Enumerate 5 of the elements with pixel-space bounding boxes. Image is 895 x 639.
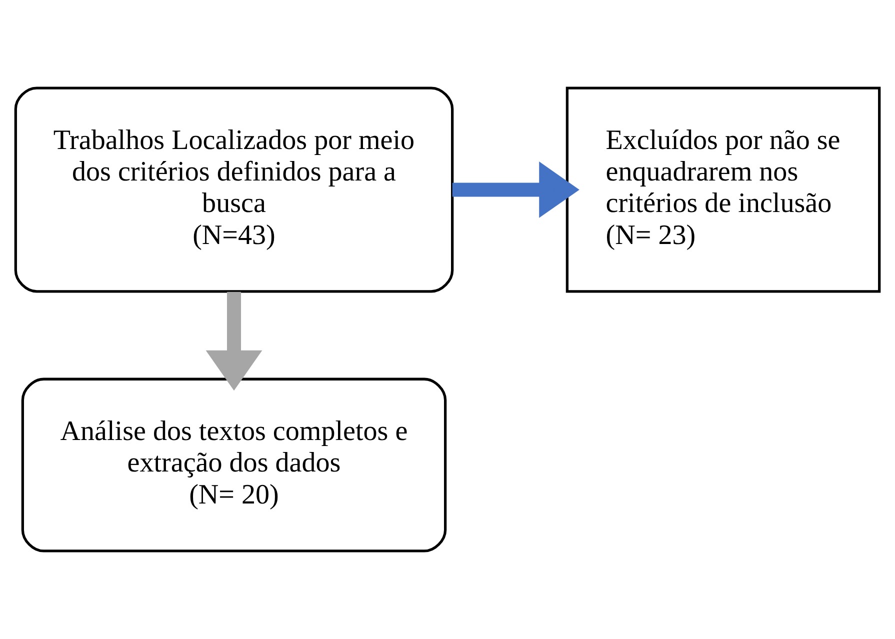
- node-box: Análise dos textos completos e extração dos dados (N= 20): [21, 378, 447, 552]
- node-box: Trabalhos Localizados por meio dos critérios definidos para a busca (N=43): [14, 86, 454, 293]
- arrow: [452, 162, 580, 218]
- node-box: Excluídos por não se enquadrarem nos critérios de inclusão (N= 23): [566, 86, 881, 293]
- arrow: [206, 292, 262, 391]
